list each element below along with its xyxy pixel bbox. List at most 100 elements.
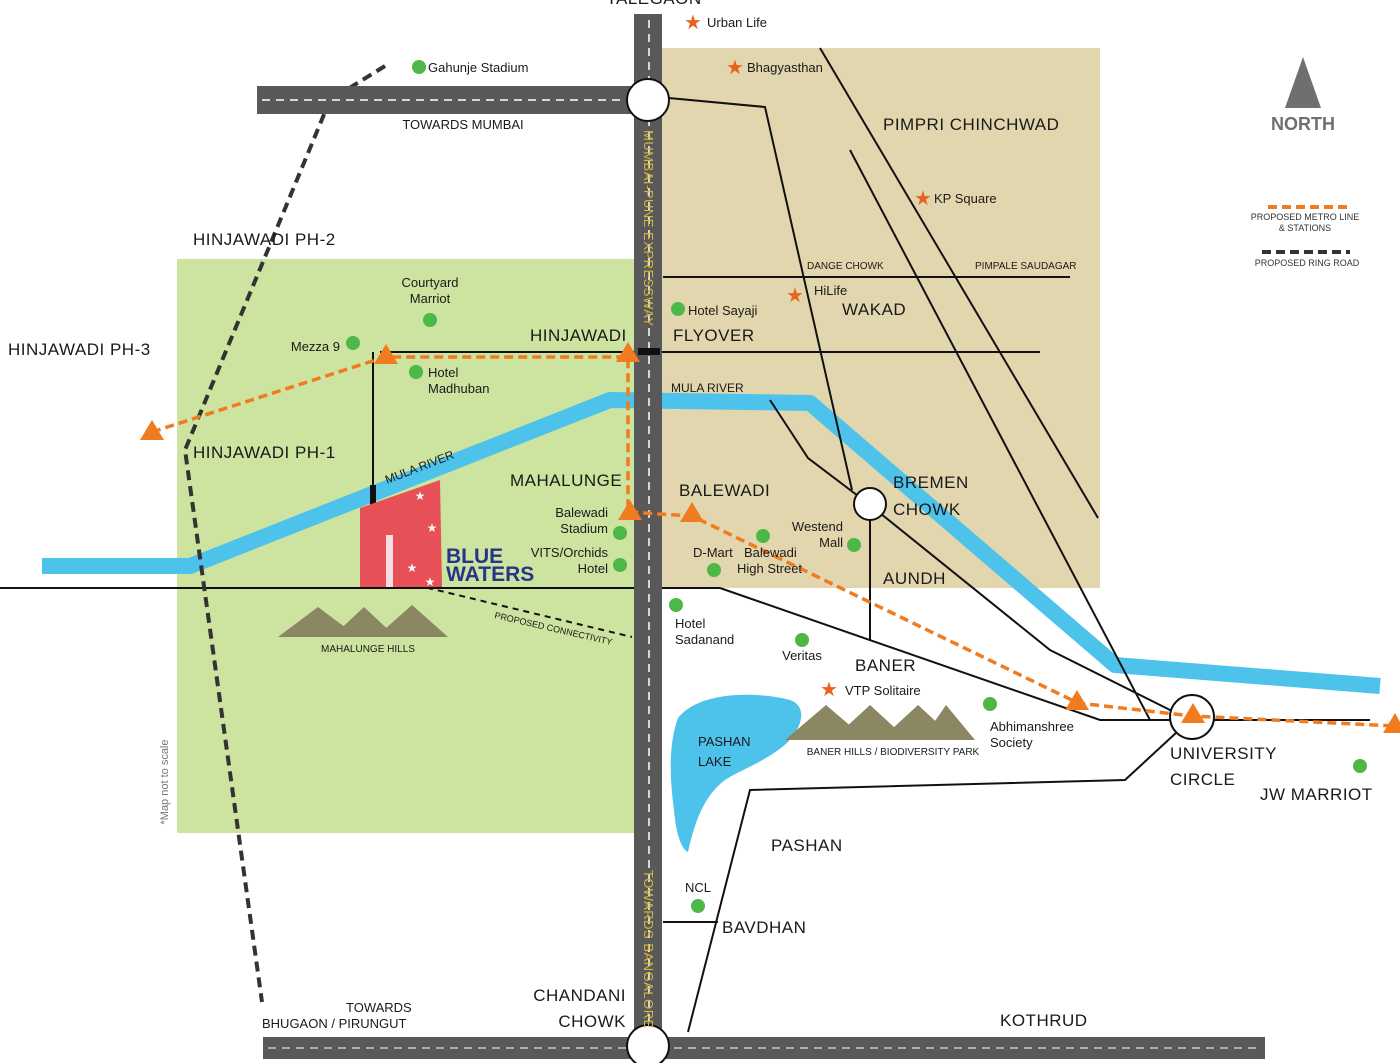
urban-life-label: Urban Life	[707, 15, 767, 30]
courtyard-label-2: Marriot	[410, 291, 451, 306]
plot-star-icon: ★	[415, 489, 426, 503]
courtyard-marker	[423, 313, 437, 327]
towards-mumbai-label: TOWARDS MUMBAI	[402, 117, 523, 132]
chandani-label-2: CHOWK	[558, 1012, 626, 1031]
hinjawadi-ph3-label: HINJAWADI PH-3	[8, 340, 151, 359]
proposed-connectivity-road	[394, 579, 633, 638]
mezza-label: Mezza 9	[291, 339, 340, 354]
westend-label-2: Mall	[819, 535, 843, 550]
mula-river-right-label: MULA RIVER	[671, 381, 744, 395]
flyover-label: FLYOVER	[673, 326, 755, 345]
pashan-label: PASHAN	[771, 836, 843, 855]
baner-hills-icon	[785, 705, 975, 740]
wakad-label: WAKAD	[842, 300, 906, 319]
courtyard-label-1: Courtyard	[401, 275, 458, 290]
balewadi-hs-marker	[756, 529, 770, 543]
urban-life-star-icon: ★	[684, 10, 702, 34]
metro-station-icon	[1181, 703, 1205, 723]
vits-label-1: VITS/Orchids	[531, 545, 609, 560]
mahalunge-hills-label: MAHALUNGE HILLS	[321, 644, 415, 655]
metro-station-icon	[1065, 690, 1089, 710]
balewadi-stadium-label-1: Balewadi	[555, 505, 608, 520]
abhimanshree-label-1: Abhimanshree	[990, 719, 1074, 734]
metro-station-icon	[618, 500, 642, 520]
hinjawadi-ph1-label: HINJAWADI PH-1	[193, 443, 336, 462]
junctions	[626, 78, 1215, 1063]
veritas-marker	[795, 633, 809, 647]
hilife-label: HiLife	[814, 283, 847, 298]
kp-square-star-icon: ★	[914, 186, 932, 210]
sadanand-marker	[669, 598, 683, 612]
bhugaon-label-1: TOWARDS	[346, 1000, 412, 1015]
chandani-label-1: CHANDANI	[533, 986, 626, 1005]
bremen-label-2: CHOWK	[893, 500, 961, 519]
westend-marker	[847, 538, 861, 552]
talegaon-label: TALEGAON	[606, 0, 701, 8]
university-label-1: UNIVERSITY	[1170, 744, 1277, 763]
bremen-label-1: BREMEN	[893, 473, 969, 492]
scale-note: *Map not to scale	[159, 740, 171, 825]
dmart-marker	[707, 563, 721, 577]
balewadi-stadium-marker	[613, 526, 627, 540]
kothrud-label: KOTHRUD	[1000, 1011, 1088, 1030]
kp-square-label: KP Square	[934, 191, 997, 206]
proposed-ring-road	[182, 64, 387, 1003]
aundh-label: AUNDH	[883, 569, 946, 588]
sadanand-label-1: Hotel	[675, 616, 705, 631]
mahalunge-label: MAHALUNGE	[510, 471, 622, 490]
bremen-chowk-junction	[853, 487, 887, 521]
bhagyasthan-label: Bhagyasthan	[747, 60, 823, 75]
plot-star-icon: ★	[427, 521, 438, 535]
jw-marker	[1353, 759, 1367, 773]
metro-legend-sub: & STATIONS	[1279, 223, 1331, 233]
bhagyasthan-star-icon: ★	[726, 55, 744, 79]
jw-marriot-label: JW MARRIOT	[1260, 785, 1373, 804]
mula-river	[42, 392, 1381, 694]
baner-label: BANER	[855, 656, 916, 675]
sayaji-marker	[671, 302, 685, 316]
major-roads	[257, 14, 1265, 1063]
hinjawadi-ph2-label: HINJAWADI PH-2	[193, 230, 336, 249]
bhugaon-label-2: BHUGAON / PIRUNGUT	[262, 1016, 407, 1031]
pimpale-label: PIMPALE SAUDAGAR	[975, 261, 1077, 272]
plot-star-icon: ★	[425, 575, 436, 589]
north-label: NORTH	[1271, 114, 1335, 134]
dmart-label: D-Mart	[693, 545, 733, 560]
bavdhan-label: BAVDHAN	[722, 918, 806, 937]
north-arrow-icon	[1285, 57, 1321, 108]
towards-bangalore-label: TOWARDS BANGALORE	[641, 870, 656, 1029]
river-bridge-mark	[370, 485, 376, 507]
metro-station-icon	[140, 420, 164, 440]
sadanand-label-2: Sadanand	[675, 632, 734, 647]
westend-label-1: Westend	[792, 519, 843, 534]
madhuban-marker	[409, 365, 423, 379]
project-name-line1: BLUE	[446, 545, 503, 568]
metro-station-icon	[616, 342, 640, 362]
ncl-label: NCL	[685, 880, 711, 895]
madhuban-label-2: Madhuban	[428, 381, 489, 396]
metro-legend-label: PROPOSED METRO LINE	[1251, 212, 1360, 222]
local-roads	[0, 47, 1370, 1033]
pashan-lake-label-2: LAKE	[698, 754, 732, 769]
gahunje-label: Gahunje Stadium	[428, 60, 528, 75]
vits-label-2: Hotel	[578, 561, 608, 576]
project-name-line2: WATERS	[446, 563, 534, 586]
ncl-marker	[691, 899, 705, 913]
blue-waters-plot: ★ ★ ★ ★	[360, 480, 442, 589]
chandani-chowk-junction	[626, 1024, 670, 1063]
baner-hills-label: BANER HILLS / BIODIVERSITY PARK	[807, 747, 980, 758]
pashan-lake-label-1: PASHAN	[698, 734, 751, 749]
abhimanshree-label-2: Society	[990, 735, 1033, 750]
vits-marker	[613, 558, 627, 572]
expressway-label: MUMBAI-PUNE EXPRESSWAY	[641, 130, 656, 327]
abhimanshree-marker	[983, 697, 997, 711]
balewadi-label: BALEWADI	[679, 481, 770, 500]
metro-stations	[140, 342, 1400, 733]
hilife-star-icon: ★	[786, 283, 804, 307]
sayaji-label: Hotel Sayaji	[688, 303, 757, 318]
gahunje-marker	[412, 60, 426, 74]
balewadi-hs-label-1: Balewadi	[744, 545, 797, 560]
ring-legend-label: PROPOSED RING ROAD	[1255, 258, 1360, 268]
metro-station-icon	[680, 502, 704, 522]
